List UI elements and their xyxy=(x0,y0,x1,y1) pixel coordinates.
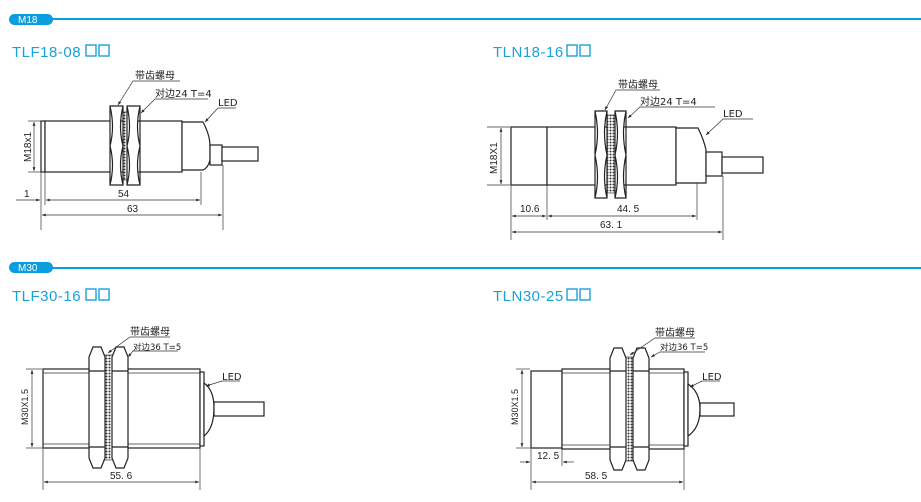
nut xyxy=(88,346,106,469)
section-tag: M30 xyxy=(18,263,38,274)
dimension-label: 55. 6 xyxy=(110,471,133,482)
thread-label: M18x1 xyxy=(23,132,34,162)
drawing-tln18-16: TLN18-16 带齿螺母 对边24 T=4 LED M18X1 10.6 44… xyxy=(487,44,764,240)
placeholder-boxes xyxy=(85,288,110,301)
dimension-label: 12. 5 xyxy=(537,451,560,462)
led-label: LED xyxy=(218,98,238,109)
placeholder-boxes xyxy=(566,288,591,301)
placeholder-boxes xyxy=(566,44,591,57)
model-title: TLF18-08 xyxy=(12,44,81,61)
nut xyxy=(111,346,129,469)
cable xyxy=(721,156,764,174)
nut-spec: 对边36 T=5 xyxy=(133,342,181,353)
dimension-label: 44. 5 xyxy=(617,204,640,215)
nut xyxy=(609,347,627,471)
drawing-tln30-25: TLN30-25 带齿螺母 对边36 T=5 LED M30X1.5 12. 5… xyxy=(493,288,735,490)
nut xyxy=(109,105,124,186)
nut-label: 带齿螺母 xyxy=(655,327,695,339)
nut xyxy=(614,110,627,199)
thread-label: M18X1 xyxy=(489,142,500,174)
dimension-label: 10.6 xyxy=(520,204,540,215)
nut-label: 带齿螺母 xyxy=(618,79,658,91)
thread-label: M30X1.5 xyxy=(20,389,30,425)
model-title: TLN18-16 xyxy=(493,44,564,61)
section-header-m18: M18 xyxy=(9,14,921,26)
dimension-label: 54 xyxy=(118,189,130,200)
nut-spec: 对边24 T=4 xyxy=(155,87,212,100)
led-label: LED xyxy=(702,372,722,383)
model-title: TLN30-25 xyxy=(493,288,564,305)
drawing-tlf18-08: TLF18-08 带齿螺母 对边24 T=4 LED M18x1 1 54 63 xyxy=(12,44,259,230)
nut xyxy=(594,110,608,199)
thread-label: M30X1.5 xyxy=(510,389,520,425)
dimension-label: 63. 1 xyxy=(600,220,623,231)
cable xyxy=(221,146,259,162)
cable xyxy=(699,402,735,417)
drawing-tlf30-16: TLF30-16 带齿螺母 对边36 T=5 LED M30X1.5 55. 6 xyxy=(12,288,265,490)
nut xyxy=(632,347,650,471)
cable xyxy=(213,401,265,417)
nut-spec: 对边36 T=5 xyxy=(660,342,708,353)
section-tag: M18 xyxy=(18,15,38,26)
dimension-label: 63 xyxy=(127,204,139,215)
placeholder-boxes xyxy=(85,44,110,57)
section-header-m30: M30 xyxy=(9,262,921,274)
nut-spec: 对边24 T=4 xyxy=(640,95,697,108)
nut-label: 带齿螺母 xyxy=(130,326,170,338)
dimension-label: 1 xyxy=(24,189,30,200)
led-label: LED xyxy=(222,372,242,383)
model-title: TLF30-16 xyxy=(12,288,81,305)
led-label: LED xyxy=(723,109,743,120)
nut xyxy=(126,105,141,186)
nut-label: 带齿螺母 xyxy=(135,70,175,82)
dimension-label: 58. 5 xyxy=(585,471,608,482)
